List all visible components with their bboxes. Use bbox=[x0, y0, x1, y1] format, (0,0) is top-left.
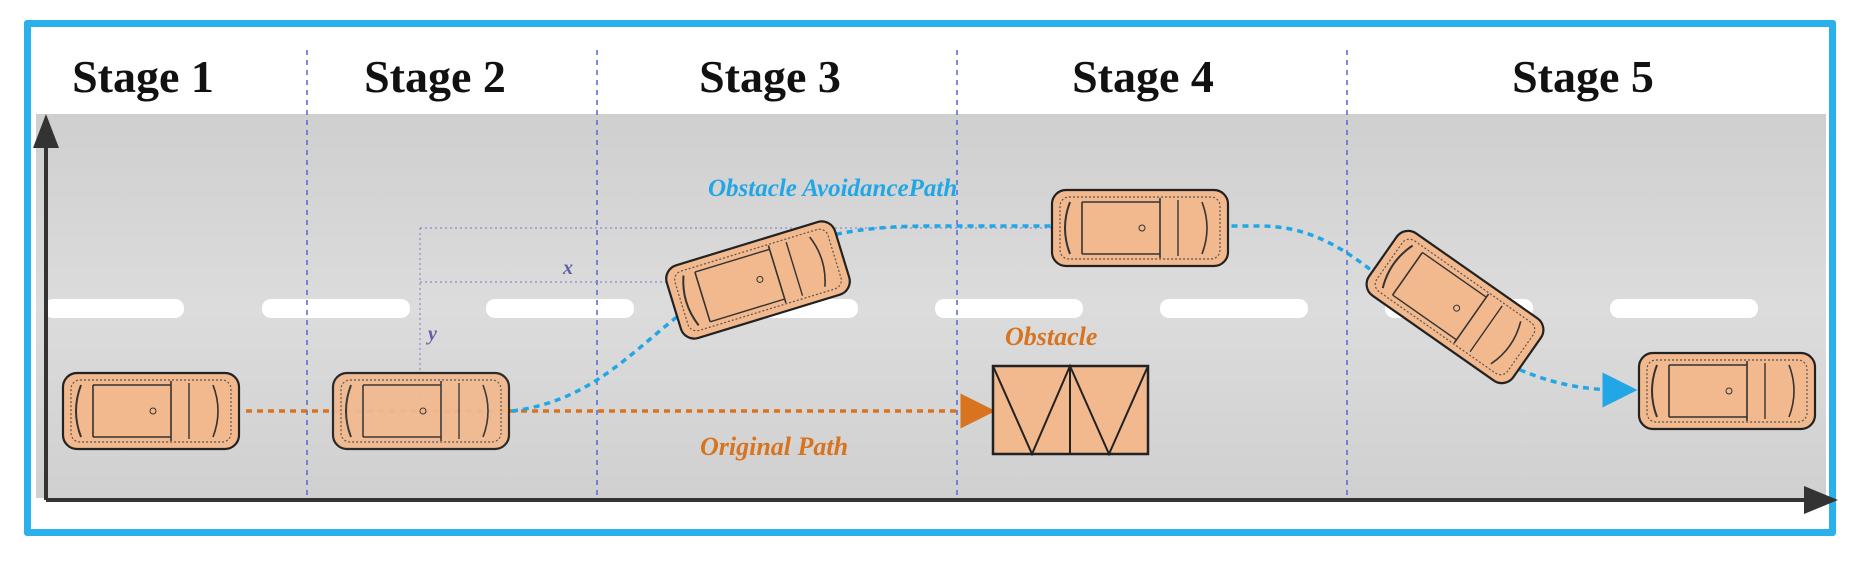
vehicle-stage-1 bbox=[61, 371, 241, 451]
stage-3-label: Stage 3 bbox=[699, 51, 841, 102]
stage-headers: Stage 1 Stage 2 Stage 3 Stage 4 Stage 5 bbox=[0, 0, 1870, 120]
axes bbox=[33, 114, 1838, 514]
obstacle-block bbox=[991, 363, 1150, 457]
vehicle-stage-4 bbox=[1050, 188, 1230, 268]
stage-1-label: Stage 1 bbox=[72, 51, 214, 102]
vehicle-stage-2 bbox=[331, 371, 511, 451]
stage-dividers bbox=[306, 50, 1348, 500]
vehicle-stage-5b bbox=[1637, 351, 1817, 431]
y-axis-arrow-icon bbox=[33, 114, 59, 148]
x-offset-label: x bbox=[562, 257, 573, 279]
y-offset-label: y bbox=[426, 323, 437, 345]
stage-2-label: Stage 2 bbox=[364, 51, 506, 102]
stage-5-label: Stage 5 bbox=[1512, 51, 1654, 102]
obstacle-label: Obstacle bbox=[1005, 322, 1097, 351]
original-path-label: Original Path bbox=[700, 432, 848, 461]
avoidance-path-label: Obstacle AvoidancePath bbox=[708, 175, 957, 202]
x-axis-arrow-icon bbox=[1804, 486, 1838, 514]
stage-4-label: Stage 4 bbox=[1072, 51, 1214, 102]
